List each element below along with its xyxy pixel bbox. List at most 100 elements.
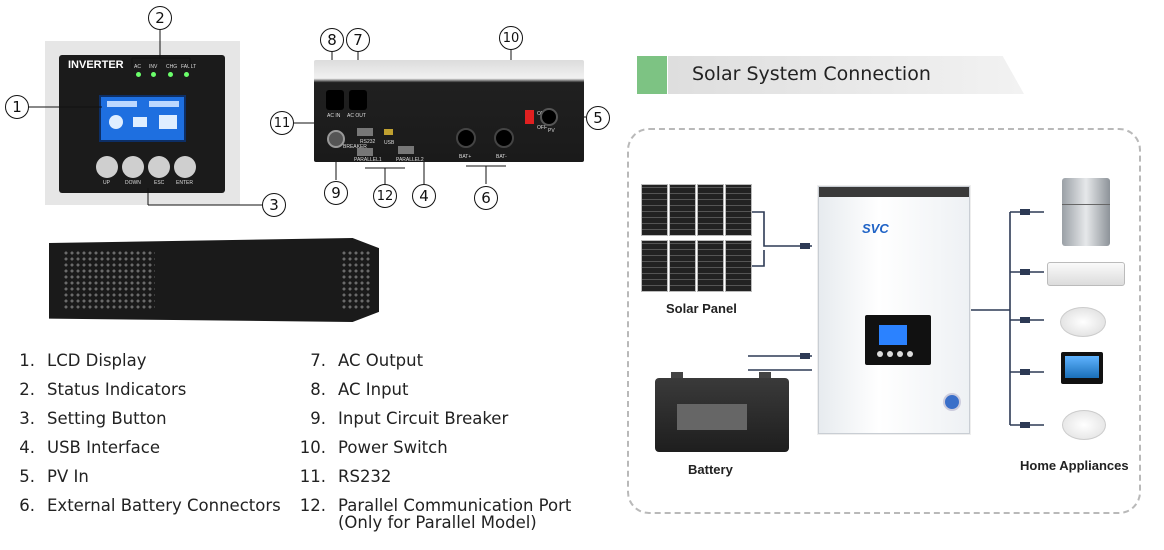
led-chg (168, 72, 173, 77)
parallel1-label: PARALLEL1 (354, 157, 382, 163)
lcd-segment-top-right (149, 101, 179, 107)
inverter-key (897, 351, 903, 357)
battery (655, 372, 791, 454)
legend-num: 11. (299, 467, 326, 486)
ac-out-label: AC OUT (347, 113, 366, 119)
callout-2: 2 (148, 6, 172, 30)
ceiling-light-icon (1060, 307, 1106, 337)
inverter-brand: SVC (862, 221, 889, 236)
tv-screen (1065, 356, 1099, 378)
solar-panel-cell (697, 184, 724, 236)
legend-item: 3.Setting Button (5, 404, 281, 433)
section-title-bar: Solar System Connection (668, 56, 1024, 94)
fridge-icon (1062, 178, 1110, 246)
callout-3: 3 (262, 193, 286, 217)
button-down[interactable] (122, 156, 144, 178)
callout-6: 6 (474, 186, 498, 210)
legend-num: 6. (19, 496, 35, 515)
lcd-icon-mid (133, 117, 147, 127)
callout-9: 9 (324, 181, 348, 205)
legend-text: PV In (47, 467, 89, 486)
callout-12: 12 (373, 184, 397, 208)
back-panel-image (314, 60, 584, 162)
led-inv (151, 72, 156, 77)
inverter-lcd (879, 325, 907, 345)
status-indicators: AC INV CHG FAULT (133, 64, 203, 84)
battery-label: Battery (688, 462, 733, 477)
dome-light-icon (1062, 410, 1106, 440)
usb-port (384, 129, 393, 135)
solar-panel-cell (669, 240, 696, 292)
legend-num: 12. (299, 496, 326, 515)
lcd-display (99, 95, 186, 142)
rs232-port (357, 128, 373, 136)
legend-num: 1. (19, 351, 35, 370)
solar-panel-cell (725, 184, 752, 236)
button-label-esc: ESC (154, 180, 165, 186)
callout-10: 10 (499, 26, 523, 50)
legend-text: LCD Display (47, 351, 147, 370)
legend-right: 7.AC Output 8.AC Input 9.Input Circuit B… (296, 346, 572, 532)
legend-text-extra: (Only for Parallel Model) (338, 513, 537, 532)
led-label-ac: AC (134, 64, 141, 70)
solar-panel-cell (697, 240, 724, 292)
bat-plus-terminal (456, 128, 476, 148)
led-fault (184, 72, 189, 77)
side-view-vent-right (341, 250, 371, 310)
legend-item: 7. AC Output (296, 346, 571, 375)
legend-text: Setting Button (47, 409, 167, 428)
callout-5: 5 (586, 106, 610, 130)
callout-11: 11 (270, 111, 294, 135)
inverter-display (865, 315, 931, 365)
rs232-label: RS232 (360, 139, 376, 145)
battery-sticker (677, 404, 747, 430)
solar-panel-cell (725, 240, 752, 292)
legend-item: 2.Status Indicators (5, 375, 281, 404)
parallel2-label: PARALLEL2 (396, 157, 424, 163)
callout-4: 4 (412, 184, 436, 208)
breaker-label: BREAKER (343, 144, 367, 150)
led-label-inv: INV (149, 64, 158, 70)
legend-num: 9. (310, 409, 326, 428)
inverter-badge (943, 393, 961, 411)
solar-panel-cell (669, 184, 696, 236)
button-up[interactable] (96, 156, 118, 178)
legend-text: USB Interface (47, 438, 160, 457)
bat-plus-label: BAT+ (459, 154, 472, 160)
battery-terminal-left (671, 372, 683, 380)
legend-item: 5.PV In (5, 462, 281, 491)
lcd-segment-top (107, 101, 137, 107)
ac-in-socket (326, 90, 344, 110)
legend-num: 8. (310, 380, 326, 399)
legend-item: 1. LCD Display (5, 346, 281, 375)
connection-frame (627, 128, 1141, 514)
legend-item-extra: (Only for Parallel Model) (296, 514, 571, 532)
legend-num: 10. (299, 438, 326, 457)
parallel-port-2 (398, 146, 414, 154)
button-enter[interactable] (174, 156, 196, 178)
callout-8: 8 (320, 28, 344, 52)
setting-buttons: UP DOWN ESC ENTER (96, 146, 200, 186)
legend-left: 1. LCD Display 2.Status Indicators 3.Sett… (5, 346, 281, 520)
lcd-icon-left (109, 115, 123, 129)
inverter-key (887, 351, 893, 357)
home-appliances-label: Home Appliances (1020, 458, 1129, 473)
button-label-down: DOWN (125, 180, 141, 186)
legend-text: Parallel Communication Port (338, 496, 572, 515)
side-view-vent-left (63, 250, 155, 310)
legend-text: External Battery Connectors (47, 496, 281, 515)
led-label-chg: CHG (166, 64, 178, 70)
legend-num: 7. (310, 351, 326, 370)
switch-off-label: OFF (537, 125, 547, 131)
button-label-enter: ENTER (176, 180, 193, 186)
battery-terminal-right (759, 372, 771, 380)
legend-text: AC Output (338, 351, 424, 370)
legend-num: 2. (19, 380, 35, 399)
power-switch (525, 110, 534, 124)
breaker (327, 130, 345, 148)
section-marker (637, 56, 667, 94)
fridge-divider (1062, 204, 1110, 205)
button-esc[interactable] (148, 156, 170, 178)
legend-item: 6. External Battery Connectors (5, 491, 281, 520)
legend-text: Power Switch (338, 438, 448, 457)
